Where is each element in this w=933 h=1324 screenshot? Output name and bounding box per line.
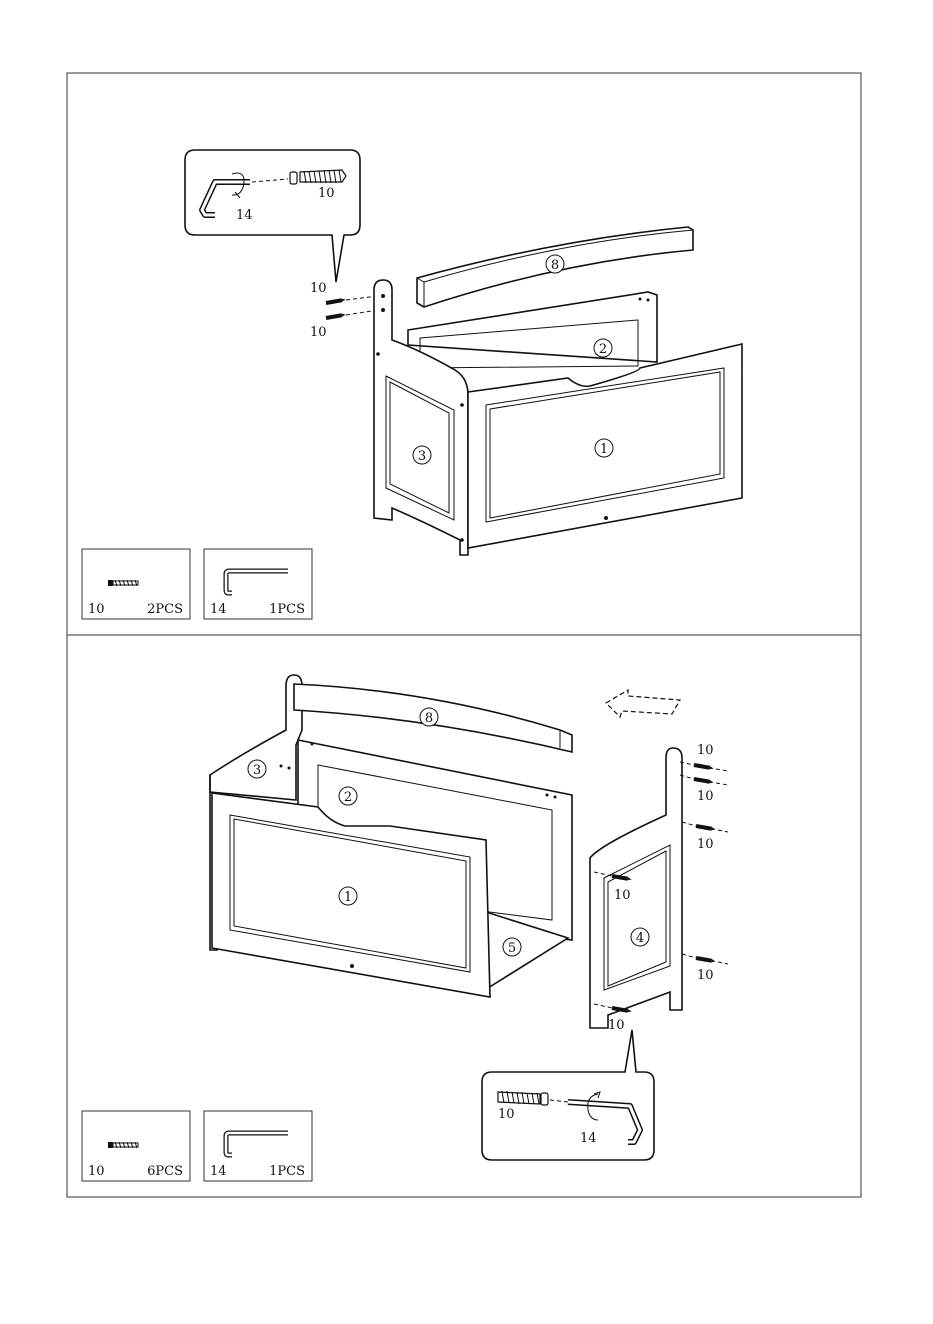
parts-key-number: 14 xyxy=(210,602,227,617)
screw-label-5: 10 xyxy=(697,968,714,983)
screw-label-lower: 10 xyxy=(310,325,327,340)
step2-parts-screw: 10 6PCS xyxy=(82,1111,190,1181)
step1-callout: 10 14 xyxy=(185,150,360,282)
screw-label-3: 10 xyxy=(697,837,714,852)
screw-label-2: 10 xyxy=(697,789,714,804)
step1-parts-key: 14 1PCS xyxy=(204,549,312,619)
step2-panel: 3 8 2 5 xyxy=(82,675,728,1181)
part-label-2: 2 xyxy=(599,342,607,357)
part-label-1: 1 xyxy=(600,442,608,457)
step1-parts-screw: 10 2PCS xyxy=(82,549,190,619)
part-label-3: 3 xyxy=(253,763,261,778)
step2-callout: 10 14 xyxy=(482,1030,654,1160)
parts-screw-qty: 6PCS xyxy=(147,1164,183,1179)
part-label-3: 3 xyxy=(418,449,426,464)
step2-right-side: 4 xyxy=(590,748,682,1028)
step1-screws: 10 10 xyxy=(310,281,378,340)
callout-screw-label: 10 xyxy=(318,186,335,201)
part-label-8: 8 xyxy=(551,258,559,273)
part-label-2: 2 xyxy=(344,790,352,805)
step1-left-side: 3 xyxy=(374,280,468,555)
part-label-4: 4 xyxy=(636,931,644,946)
step2-parts-key: 14 1PCS xyxy=(204,1111,312,1181)
screw-icon xyxy=(108,580,138,586)
parts-key-qty: 1PCS xyxy=(269,1164,305,1179)
callout-screw-label: 10 xyxy=(498,1107,515,1122)
part-label-1: 1 xyxy=(344,890,352,905)
screw-icon xyxy=(108,1142,138,1148)
parts-key-number: 14 xyxy=(210,1164,227,1179)
callout-key-label: 14 xyxy=(236,208,253,223)
step1-front-panel: 1 xyxy=(468,344,742,548)
callout-key-label: 14 xyxy=(580,1131,597,1146)
step2-top-rail: 8 xyxy=(294,684,572,752)
parts-key-qty: 1PCS xyxy=(269,602,305,617)
screw-label-4: 10 xyxy=(614,888,631,903)
parts-screw-qty: 2PCS xyxy=(147,602,183,617)
screw-label-1: 10 xyxy=(697,743,714,758)
step1-panel: 10 14 10 10 8 2 xyxy=(82,150,742,619)
screw-label-upper: 10 xyxy=(310,281,327,296)
part-label-8: 8 xyxy=(425,711,433,726)
screw-label-6: 10 xyxy=(608,1018,625,1033)
step1-back-panel: 2 xyxy=(408,292,657,368)
parts-screw-number: 10 xyxy=(88,1164,105,1179)
part-label-5: 5 xyxy=(508,941,516,956)
direction-arrow-icon xyxy=(606,690,680,717)
parts-screw-number: 10 xyxy=(88,602,105,617)
